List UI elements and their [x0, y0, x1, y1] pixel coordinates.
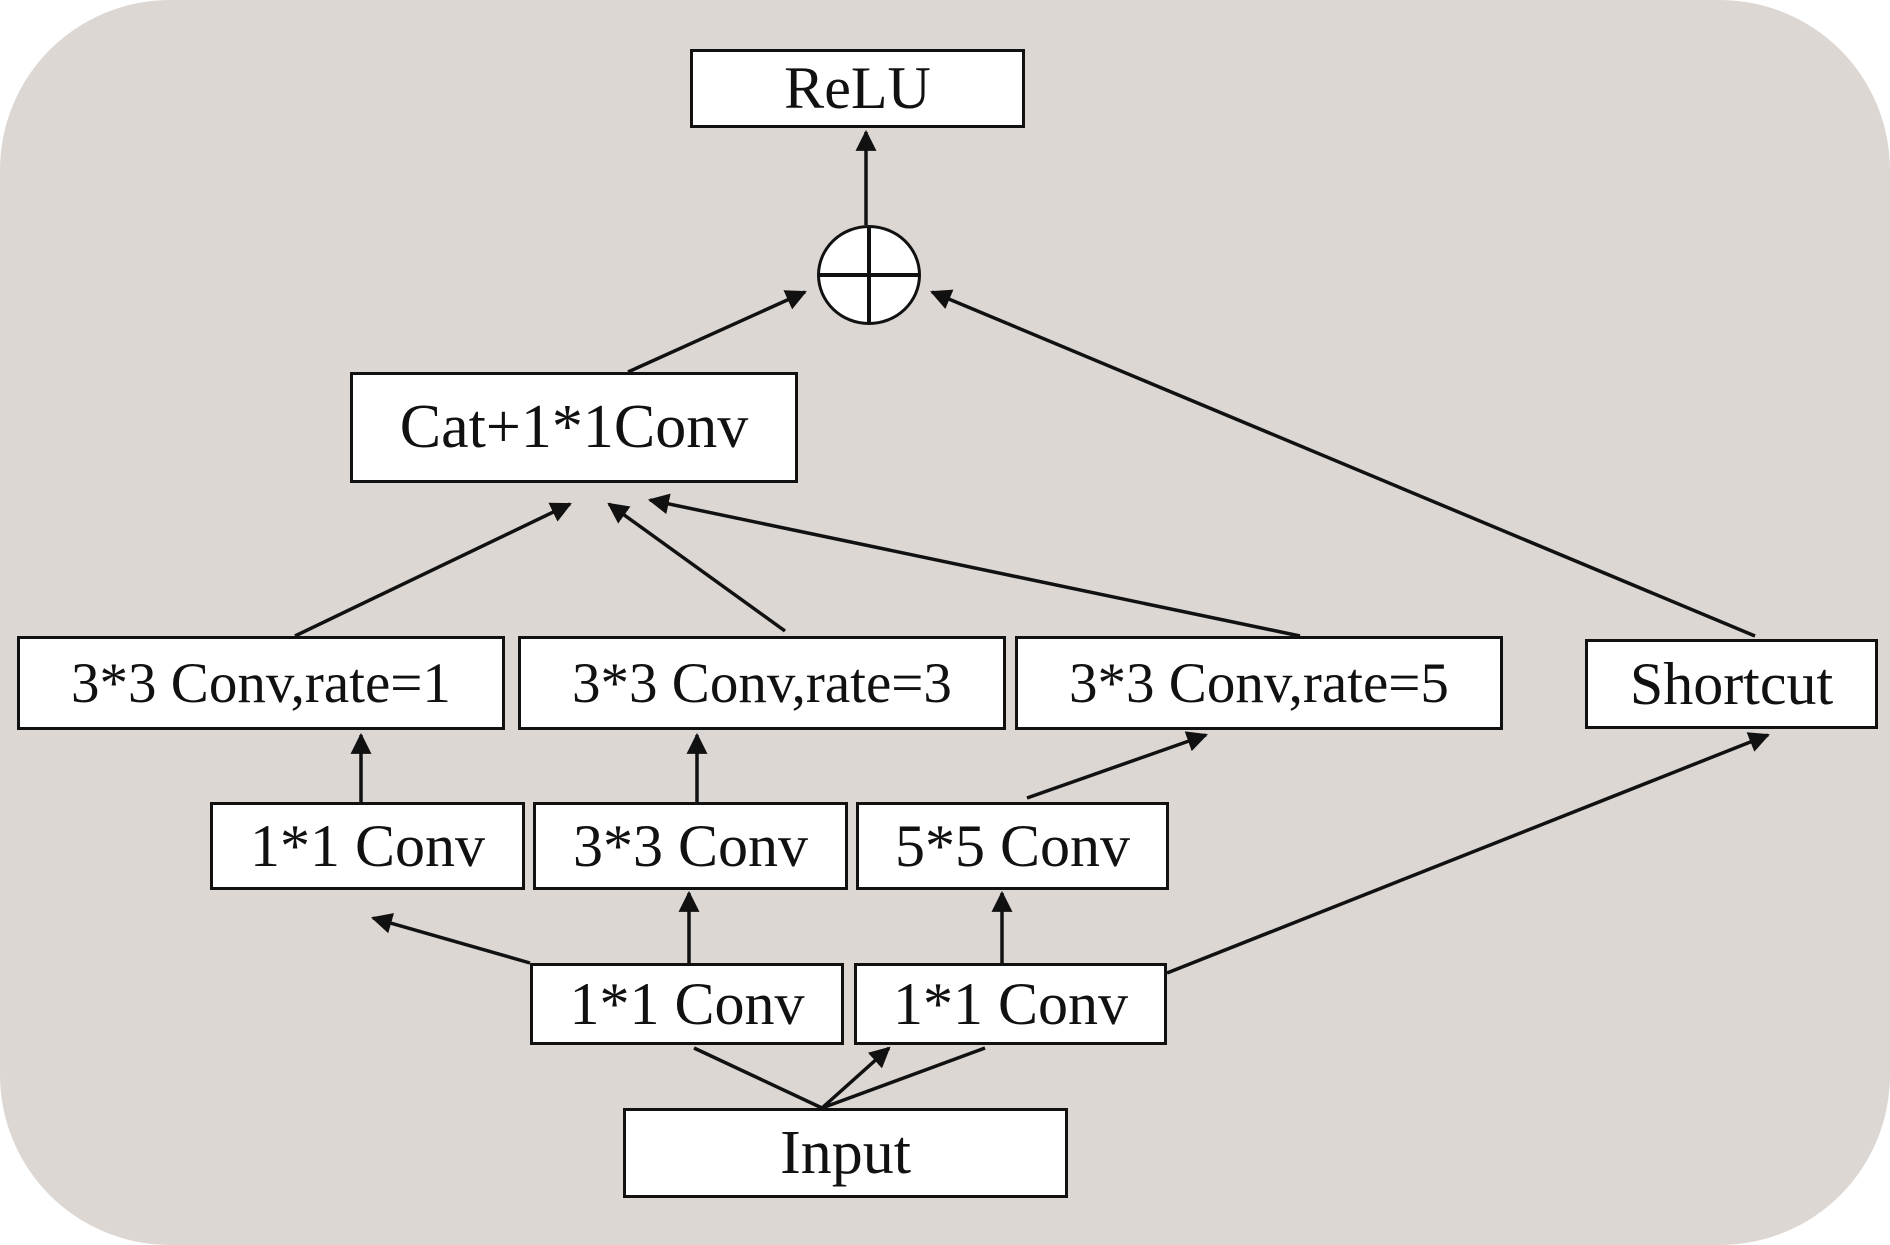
shortcut-box: Shortcut [1585, 639, 1878, 729]
conv5x5-mid-box: 5*5 Conv [856, 802, 1169, 890]
branch-rate3-box: 3*3 Conv,rate=3 [518, 636, 1006, 730]
edge-shortcut-to-add [930, 289, 1756, 638]
edge-rate3-to-cat [607, 502, 787, 633]
input-box: Input [623, 1108, 1068, 1198]
conv1x1-left-box: 1*1 Conv [530, 963, 844, 1045]
conv1x1-mid-box: 1*1 Conv [210, 802, 525, 890]
edge-cat-to-add [627, 290, 807, 374]
edge-input-to-conv1x1-right [820, 1046, 891, 1110]
edge-conv1x1-right-to-shortcut [1166, 732, 1770, 975]
edge-conv1x1-left-to-conv1x1-mid [370, 913, 531, 965]
relu-box: ReLU [690, 49, 1025, 128]
edge-rate5-to-cat [647, 493, 1301, 638]
cat-conv-box: Cat+1*1Conv [350, 372, 798, 483]
edge-rate1-to-cat [294, 502, 572, 638]
conv1x1-right-box: 1*1 Conv [854, 963, 1167, 1045]
conv3x3-mid-box: 3*3 Conv [533, 802, 848, 890]
branch-rate5-box: 3*3 Conv,rate=5 [1015, 636, 1503, 730]
edge-input-join-right [821, 1046, 986, 1110]
branch-rate1-box: 3*3 Conv,rate=1 [17, 636, 505, 730]
edge-conv5x5-mid-to-rate5 [1026, 731, 1208, 800]
edge-input-to-conv1x1-left [693, 1046, 823, 1110]
add-icon [817, 225, 921, 325]
